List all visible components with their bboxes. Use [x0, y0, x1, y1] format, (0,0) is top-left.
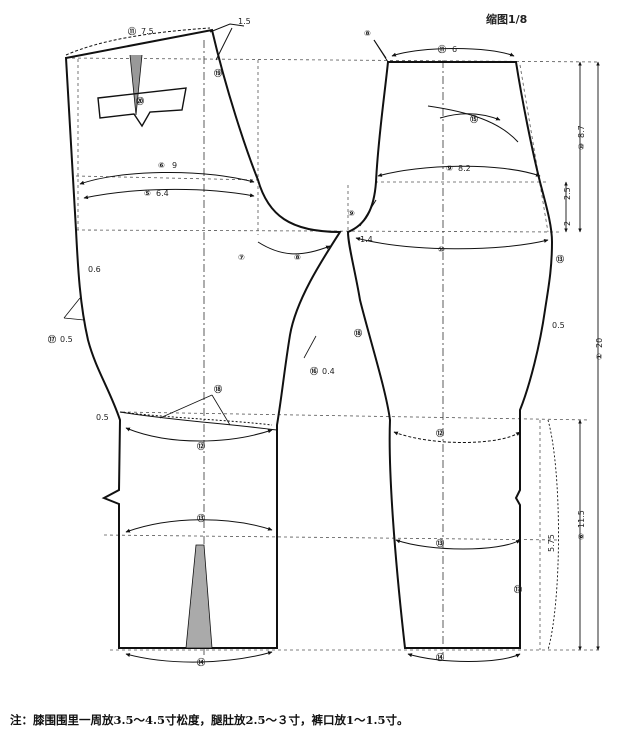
front-waist-dart [129, 54, 143, 116]
front-knee-side-label: 0.5 [96, 413, 109, 422]
back-crotch-num: ⑨ [348, 209, 355, 218]
back-crotch-label: 1.4 [360, 235, 373, 244]
back-inseam-num: ⑱ [354, 328, 362, 338]
front-fly-num: ⑲ [214, 68, 222, 78]
front-waist-num: ⑪ [128, 26, 136, 36]
back-knee-circle: ⑫ [436, 428, 444, 438]
front-seat-arc [79, 172, 255, 185]
back-waist-label: 6 [452, 45, 457, 54]
front-knee-arc [125, 427, 273, 442]
front-calf-arc [125, 519, 273, 533]
front-knee-circle: ⑫ [197, 441, 205, 451]
front-hem-circle: ⑭ [197, 657, 205, 667]
back-hip-circle: ⑩ [438, 245, 445, 254]
front-seat-label: 9 [172, 161, 177, 170]
back-dim-lower: 11.5 [577, 510, 586, 528]
front-inseam-num: ⑯ [310, 366, 318, 376]
back-waist-num: ⑪ [438, 44, 446, 54]
front-hip-arc [83, 188, 255, 200]
back-dim-total-num: ① [595, 353, 604, 360]
back-waist-arc [391, 48, 515, 57]
back-panel-outline [346, 61, 554, 649]
back-hem-circle: ⑭ [436, 652, 444, 662]
back-dart-num: ⑮ [470, 114, 478, 124]
front-hem-arc [125, 651, 273, 663]
back-dim-mid2: 2 [563, 221, 572, 226]
front-hip-num: ⑤ [144, 189, 151, 198]
footnote: 注：膝围围里一周放3.5～4.5寸松度，腿肚放2.5～３寸，裤口放1～1.5寸。 [10, 713, 409, 727]
back-dim-total: 20 [595, 338, 604, 348]
back-lower-side-num: ⑰ [514, 584, 522, 594]
front-calf-circle: ⑬ [197, 513, 205, 523]
front-top-leader [209, 23, 245, 33]
front-crotch-label-right: ⑧ [294, 253, 301, 262]
front-waist-label: 7.5 [141, 27, 154, 36]
back-dim-top-num: ⑩ [577, 143, 586, 150]
front-inseam-label: 0.4 [322, 367, 335, 376]
front-seat-num: ⑥ [158, 161, 165, 170]
back-hip-arc [355, 237, 549, 250]
back-dim-lower2-curve [547, 419, 559, 651]
scale-title: 缩图1/8 [486, 12, 527, 26]
front-hem-pleat [185, 544, 213, 649]
front-knee-num: ⑱ [214, 384, 222, 394]
front-thigh-label: 0.5 [60, 335, 73, 344]
back-dart-curve [427, 105, 519, 143]
back-dim-mid: 2.5 [563, 187, 572, 200]
back-seat-num: ⑨ [446, 164, 453, 173]
front-pocket-num: ⑳ [136, 96, 144, 106]
front-crotch-label-left: ⑦ [238, 253, 245, 262]
back-seat-arc [377, 165, 541, 177]
back-hem-arc [407, 653, 521, 662]
front-thigh-num: ⑰ [48, 334, 56, 344]
front-side-label: 0.6 [88, 265, 101, 274]
front-pocket [97, 87, 187, 128]
front-knee-line [119, 411, 278, 431]
front-waist-arc [65, 27, 211, 56]
pattern-diagram: 缩图1/8 ⑪ 7.5 [48, 12, 604, 667]
back-seat-label: 8.2 [458, 164, 471, 173]
back-side-num: ⑬ [556, 254, 564, 264]
back-calf-circle: ⑬ [436, 538, 444, 548]
back-side-label: 0.5 [552, 321, 565, 330]
back-dim-lower-num: ⑥ [577, 533, 586, 540]
front-panel-outline [64, 28, 342, 649]
back-dim-lower2: 5.75 [547, 534, 556, 552]
front-hip-label: 6.4 [156, 189, 169, 198]
front-top-right-label: 1.5 [238, 17, 251, 26]
back-dim-top: 8.7 [577, 125, 586, 138]
front-crotch-arc [257, 241, 331, 255]
back-calf-arc [395, 539, 521, 550]
back-waist-marker: ⑧ [364, 29, 371, 38]
back-knee-arc [393, 431, 521, 443]
